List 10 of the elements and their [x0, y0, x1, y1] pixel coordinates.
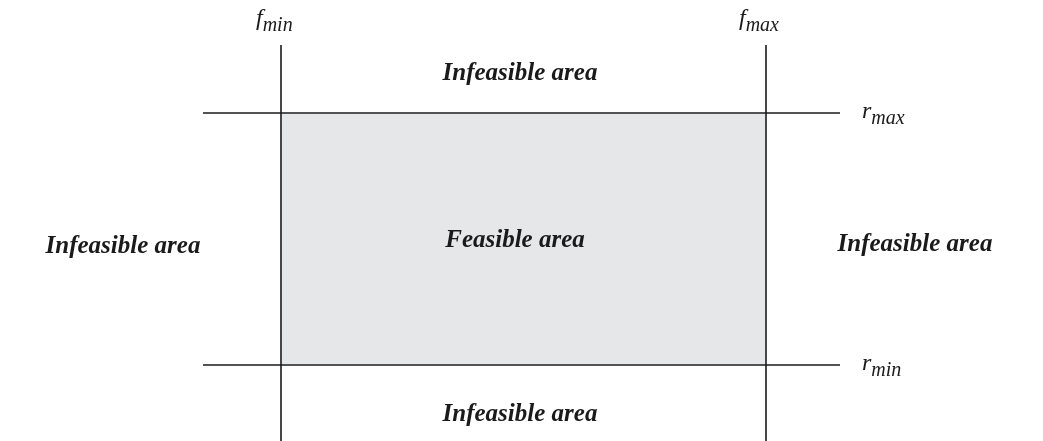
bound-label: r$_{max}$: [862, 97, 905, 129]
bound-label: r$_{min}$: [862, 349, 902, 381]
feasible-region: [282, 114, 765, 364]
bound-label: f$_{min}$: [256, 4, 293, 36]
region-label: Infeasible area: [45, 231, 201, 259]
region-label: Infeasible area: [442, 58, 598, 86]
bound-label: f$_{max}$: [739, 4, 779, 36]
region-label: Infeasible area: [837, 229, 993, 257]
region-label: Infeasible area: [442, 399, 598, 427]
region-label: Feasible area: [445, 225, 585, 253]
